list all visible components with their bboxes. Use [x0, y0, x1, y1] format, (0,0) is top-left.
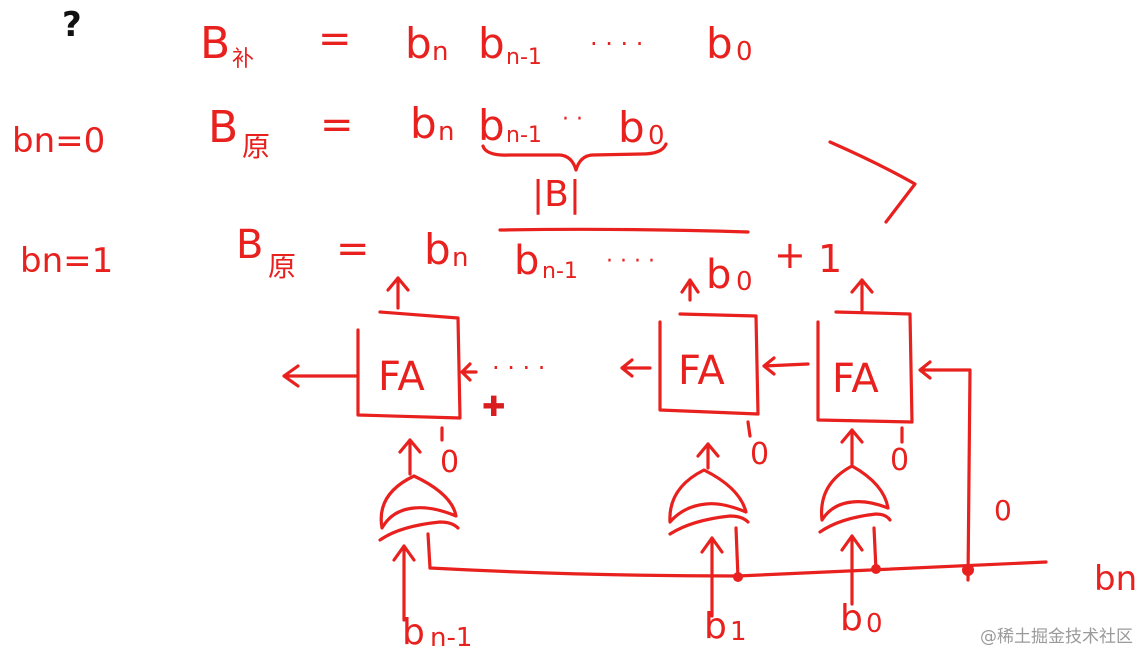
ellipsis: · · — [562, 107, 583, 132]
term-b: b — [514, 238, 539, 284]
term-0: 0 — [648, 121, 665, 151]
original-subscript: 原 — [242, 130, 270, 163]
xor-input-wire — [426, 532, 432, 570]
zero-label: 0 — [440, 445, 459, 480]
magnitude-label: |B| — [532, 174, 581, 215]
input-b: b — [402, 612, 425, 653]
term-n-1: n-1 — [542, 259, 578, 284]
term-n-1: n-1 — [506, 123, 542, 148]
junction-dot — [871, 564, 881, 574]
full-adder-middle: FA — [658, 312, 760, 416]
input-subscript-1: 1 — [730, 617, 747, 647]
term-n: n — [452, 243, 468, 273]
term-b: b — [478, 19, 505, 68]
input-b: b — [840, 598, 863, 639]
zero-label: 0 — [750, 437, 769, 472]
ellipsis: · · · · — [606, 249, 655, 274]
b-complement-symbol: B — [200, 18, 230, 69]
fa-label: FA — [678, 348, 725, 394]
equals-sign: = — [318, 16, 352, 62]
junction-dot — [733, 572, 743, 582]
xor-input-arrow — [392, 544, 416, 622]
term-n: n — [438, 117, 454, 147]
term-b: b — [410, 99, 437, 148]
equation-row-1: B 补 = b n b n-1 · · · · b 0 — [200, 16, 753, 72]
equation-row-3: bn=1 B 原 = b n b n-1 · · · · b 0 + 1 — [20, 222, 842, 298]
term-b: b — [618, 103, 645, 152]
fa-label: FA — [832, 356, 879, 402]
xor-input-wire — [734, 526, 740, 580]
xor-input-wire — [872, 526, 878, 572]
carry-arrow — [620, 358, 652, 378]
junction-dot — [962, 564, 974, 576]
fa-label: FA — [378, 354, 425, 400]
condition-bn-1: bn=1 — [20, 241, 113, 281]
carry-in-wire — [918, 360, 972, 582]
term-n: n — [432, 37, 448, 67]
term-b: b — [424, 225, 451, 274]
ellipsis: · · · · — [590, 30, 643, 58]
original-subscript: 原 — [268, 250, 296, 283]
input-subscript-0: 0 — [866, 609, 883, 639]
b-original-symbol: B — [208, 102, 238, 153]
sum-output-arrow — [386, 276, 410, 310]
zero-label: 0 — [890, 443, 909, 478]
bn-bus-label: bn — [1094, 559, 1137, 599]
term-b: b — [706, 19, 733, 68]
negation-overline — [498, 227, 750, 234]
input-b: b — [704, 606, 727, 647]
xor-gate-left — [378, 438, 460, 542]
term-0: 0 — [736, 267, 753, 297]
xor-gate-middle — [668, 442, 750, 536]
term-b: b — [706, 252, 731, 298]
equals-sign: = — [320, 102, 354, 148]
carry-out-arrow — [282, 364, 358, 388]
xor-gate-right — [818, 428, 892, 534]
equation-row-2: bn=0 B 原 = b n b n-1 · · b 0 |B| — [12, 99, 668, 215]
full-adder-left: FA — [356, 310, 462, 420]
sum-output-arrow — [850, 278, 874, 312]
carry-ellipsis: · · · · — [492, 354, 545, 382]
zero-tick — [746, 420, 752, 438]
watermark: @稀土掘金技术社区 — [980, 627, 1133, 647]
adder-circuit: FA FA FA · · · · 0 0 0 0 — [282, 276, 1137, 653]
plus-sign: + — [774, 233, 806, 277]
term-0: 0 — [736, 37, 753, 67]
plus-one: 1 — [818, 237, 842, 281]
complement-subscript: 补 — [232, 47, 254, 72]
term-b: b — [478, 101, 505, 150]
carry-arrow — [762, 356, 810, 376]
bracket-stroke — [828, 140, 917, 224]
cursor-cross-icon: ✚ — [482, 390, 505, 423]
equals-sign: = — [336, 226, 370, 272]
underbrace — [481, 142, 668, 172]
input-subscript-n-1: n-1 — [430, 623, 472, 653]
b-original-symbol: B — [236, 222, 263, 268]
term-n-1: n-1 — [506, 45, 542, 70]
carry-arrow — [460, 362, 478, 382]
question-mark: ? — [62, 5, 82, 45]
carry-in-zero: 0 — [994, 494, 1012, 527]
full-adder-right: FA — [816, 310, 914, 424]
term-b: b — [405, 19, 432, 68]
sum-output-arrow — [680, 278, 700, 302]
condition-bn-0: bn=0 — [12, 121, 105, 161]
